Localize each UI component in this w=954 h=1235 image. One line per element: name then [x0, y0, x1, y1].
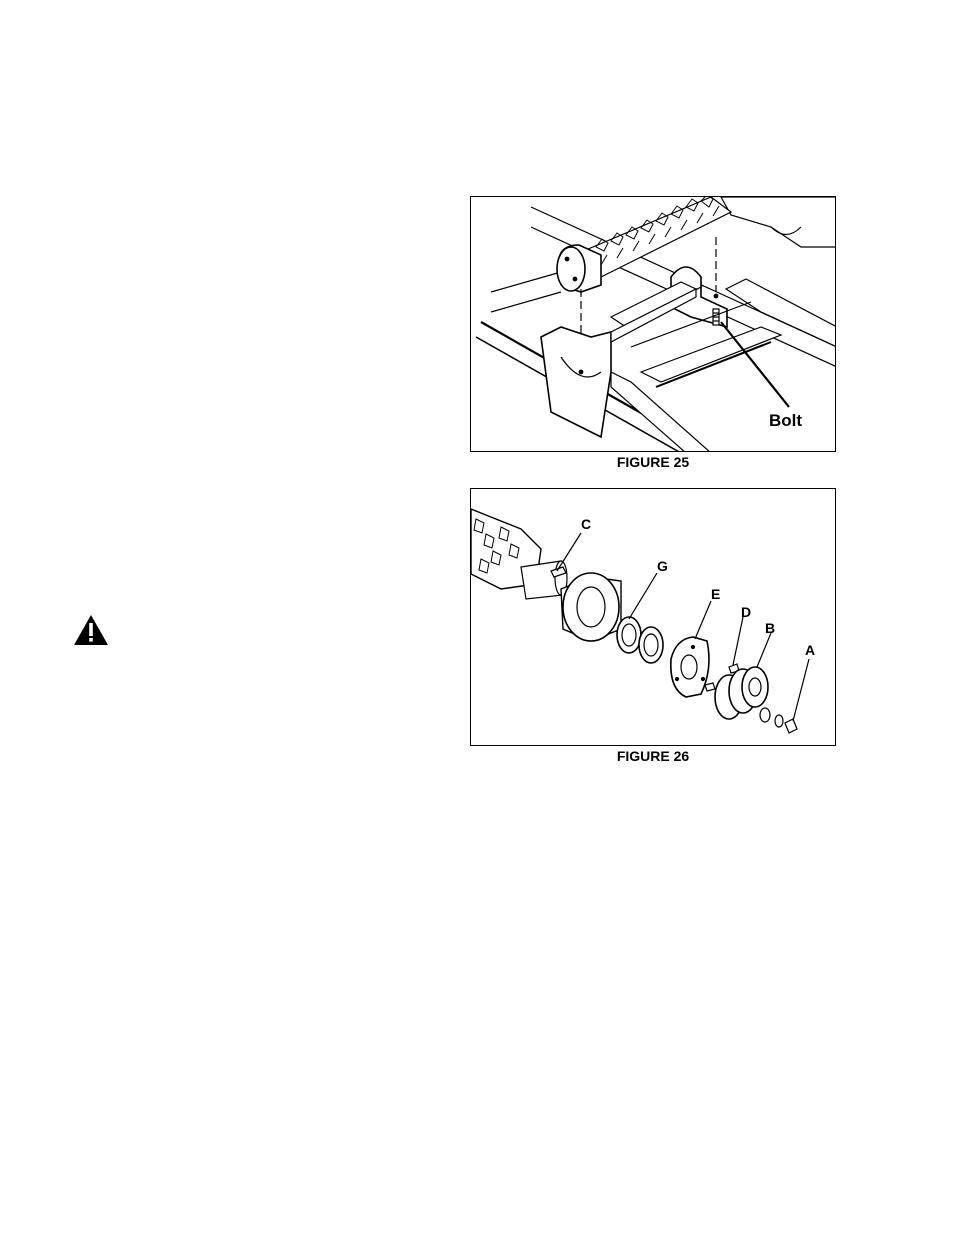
- cutterhead-bearing-block-drawing: Bolt: [471, 197, 836, 452]
- callout-d: D: [741, 604, 751, 620]
- figure-26-caption: FIGURE 26: [470, 748, 836, 764]
- figure-25-caption: FIGURE 25: [470, 454, 836, 470]
- bearing-assembly-exploded-drawing: C G E D B A: [471, 489, 836, 746]
- callout-b: B: [765, 620, 775, 636]
- warning-triangle-icon: [73, 614, 109, 646]
- callout-e: E: [711, 586, 720, 602]
- figure-26-illustration: C G E D B A: [470, 488, 836, 746]
- callout-c: C: [581, 516, 591, 532]
- bolt-callout: Bolt: [769, 411, 802, 430]
- callout-g: G: [657, 558, 668, 574]
- callout-a: A: [805, 642, 815, 658]
- figure-25-illustration: Bolt: [470, 196, 836, 452]
